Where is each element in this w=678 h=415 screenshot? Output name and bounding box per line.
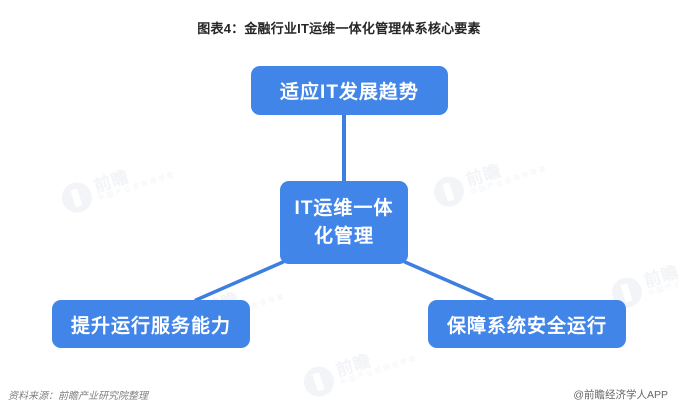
node-label: 保障系统安全运行: [446, 315, 607, 337]
edge-center-to-bottom-right: [403, 260, 494, 302]
brand-credit: @前瞻经济学人APP: [573, 389, 668, 401]
source-note: 资料来源：前瞻产业研究院整理: [8, 391, 148, 402]
page-title: 图表4：金融行业IT运维一体化管理体系核心要素: [197, 21, 481, 36]
node-label: 适应IT发展趋势: [280, 82, 419, 103]
node-improve-service-capability[interactable]: 提升运行服务能力: [52, 300, 250, 348]
node-adapt-it-trends[interactable]: 适应IT发展趋势: [251, 66, 448, 115]
node-it-ops-integrated-management[interactable]: IT运维一体化管理: [280, 181, 408, 264]
node-label: IT运维一体化管理: [294, 197, 394, 247]
node-ensure-system-security[interactable]: 保障系统安全运行: [428, 300, 626, 348]
edge-center-to-bottom-left: [194, 260, 285, 302]
node-label: 提升运行服务能力: [70, 315, 231, 337]
